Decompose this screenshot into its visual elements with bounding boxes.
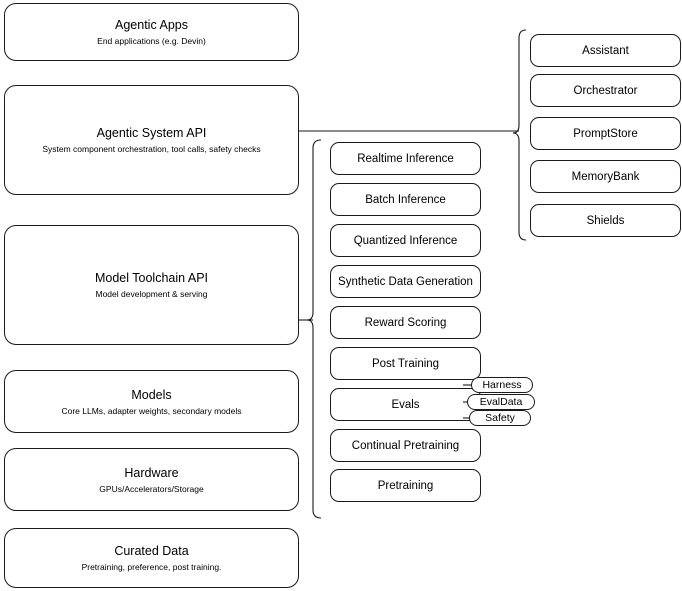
layer-box-models[interactable]: Models Core LLMs, adapter weights, secon…	[4, 370, 299, 433]
capability-box-pretraining[interactable]: Pretraining	[330, 469, 481, 502]
component-box-memorybank[interactable]: MemoryBank	[530, 160, 681, 193]
capability-box-synthetic-data-generation[interactable]: Synthetic Data Generation	[330, 265, 481, 298]
layer-subtitle: End applications (e.g. Devin)	[97, 36, 206, 46]
tag-harness[interactable]: Harness	[471, 377, 533, 393]
capability-box-reward-scoring[interactable]: Reward Scoring	[330, 306, 481, 339]
capability-box-evals[interactable]: Evals	[330, 388, 481, 421]
layer-subtitle: Core LLMs, adapter weights, secondary mo…	[61, 405, 242, 416]
layer-subtitle: System component orchestration, tool cal…	[42, 144, 261, 154]
layer-box-agentic-system-api[interactable]: Agentic System API System component orch…	[4, 85, 299, 195]
capability-box-continual-pretraining[interactable]: Continual Pretraining	[330, 429, 481, 462]
layer-box-agentic-apps[interactable]: Agentic Apps End applications (e.g. Devi…	[4, 3, 299, 61]
brace-toolchain-capabilities	[306, 139, 322, 519]
tag-safety[interactable]: Safety	[469, 410, 531, 426]
component-box-assistant[interactable]: Assistant	[530, 34, 681, 67]
brace-system-components	[512, 29, 527, 241]
component-box-orchestrator[interactable]: Orchestrator	[530, 74, 681, 107]
layer-subtitle: Pretraining, preference, post training.	[81, 562, 222, 572]
layer-title: Curated Data	[114, 544, 189, 558]
layer-title: Model Toolchain API	[94, 271, 209, 285]
capability-box-quantized-inference[interactable]: Quantized Inference	[330, 224, 481, 257]
layer-box-curated-data[interactable]: Curated Data Pretraining, preference, po…	[4, 528, 299, 588]
layer-title: Agentic System API	[96, 126, 207, 140]
capability-box-post-training[interactable]: Post Training	[330, 347, 481, 380]
layer-title: Hardware	[124, 465, 179, 480]
layer-subtitle: Model development & serving	[95, 289, 208, 299]
capability-box-batch-inference[interactable]: Batch Inference	[330, 183, 481, 216]
component-box-promptstore[interactable]: PromptStore	[530, 117, 681, 150]
component-box-shields[interactable]: Shields	[530, 204, 681, 237]
layer-title: Models	[131, 387, 172, 402]
layer-title: Agentic Apps	[115, 18, 188, 32]
capability-box-realtime-inference[interactable]: Realtime Inference	[330, 142, 481, 175]
tag-evaldata[interactable]: EvalData	[467, 394, 535, 410]
layer-subtitle: GPUs/Accelerators/Storage	[99, 483, 204, 494]
layer-box-hardware[interactable]: Hardware GPUs/Accelerators/Storage	[4, 448, 299, 511]
layer-box-model-toolchain-api[interactable]: Model Toolchain API Model development & …	[4, 225, 299, 345]
